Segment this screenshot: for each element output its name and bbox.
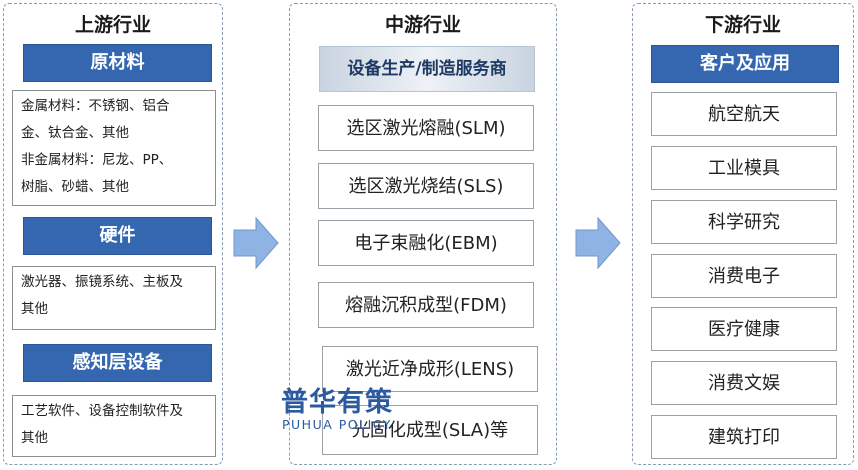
process-item: 电子束融化(EBM) bbox=[318, 220, 534, 266]
process-item: 熔融沉积成型(FDM) bbox=[318, 282, 534, 328]
process-item: 光固化成型(SLA)等 bbox=[322, 405, 538, 455]
midstream-title: 中游行业 bbox=[384, 14, 461, 36]
application-item: 消费电子 bbox=[651, 254, 837, 298]
sensing-equipment-line: 其他 bbox=[21, 430, 48, 446]
downstream-title: 下游行业 bbox=[704, 14, 781, 36]
application-item: 消费文娱 bbox=[651, 361, 837, 405]
raw-materials-line: 非金属材料：尼龙、PP、 bbox=[21, 152, 173, 168]
raw-materials-line: 树脂、砂蜡、其他 bbox=[21, 179, 129, 195]
hardware-line: 激光器、振镜系统、主板及 bbox=[21, 274, 183, 290]
process-item: 选区激光烧结(SLS) bbox=[318, 163, 534, 209]
hardware-box: 激光器、振镜系统、主板及 其他 bbox=[12, 266, 216, 330]
flow-arrow-icon bbox=[575, 216, 621, 270]
watermark-logo-en: PUHUA POLICY bbox=[282, 417, 392, 432]
application-item: 医疗健康 bbox=[651, 307, 837, 351]
raw-materials-header: 原材料 bbox=[23, 44, 212, 82]
hardware-line: 其他 bbox=[21, 301, 48, 317]
upstream-title: 上游行业 bbox=[74, 14, 151, 36]
flow-arrow-icon bbox=[233, 216, 279, 270]
process-item: 选区激光熔融(SLM) bbox=[318, 105, 534, 151]
raw-materials-line: 金、钛合金、其他 bbox=[21, 125, 129, 141]
raw-materials-line: 金属材料：不锈钢、铝合 bbox=[21, 98, 170, 114]
application-item: 科学研究 bbox=[651, 200, 837, 244]
application-item: 航空航天 bbox=[651, 92, 837, 136]
process-item: 激光近净成形(LENS) bbox=[322, 346, 538, 392]
sensing-equipment-line: 工艺软件、设备控制软件及 bbox=[21, 403, 183, 419]
customers-applications-header: 客户及应用 bbox=[651, 45, 839, 83]
sensing-equipment-header: 感知层设备 bbox=[23, 344, 212, 382]
watermark-logo-cn: 普华有策 bbox=[281, 387, 393, 418]
application-item: 建筑打印 bbox=[651, 415, 837, 459]
hardware-header: 硬件 bbox=[23, 217, 212, 255]
raw-materials-box: 金属材料：不锈钢、铝合 金、钛合金、其他 非金属材料：尼龙、PP、 树脂、砂蜡、… bbox=[12, 90, 216, 206]
application-item: 工业模具 bbox=[651, 146, 837, 190]
sensing-equipment-box: 工艺软件、设备控制软件及 其他 bbox=[12, 395, 216, 457]
equipment-manufacturer-header: 设备生产/制造服务商 bbox=[319, 46, 535, 92]
